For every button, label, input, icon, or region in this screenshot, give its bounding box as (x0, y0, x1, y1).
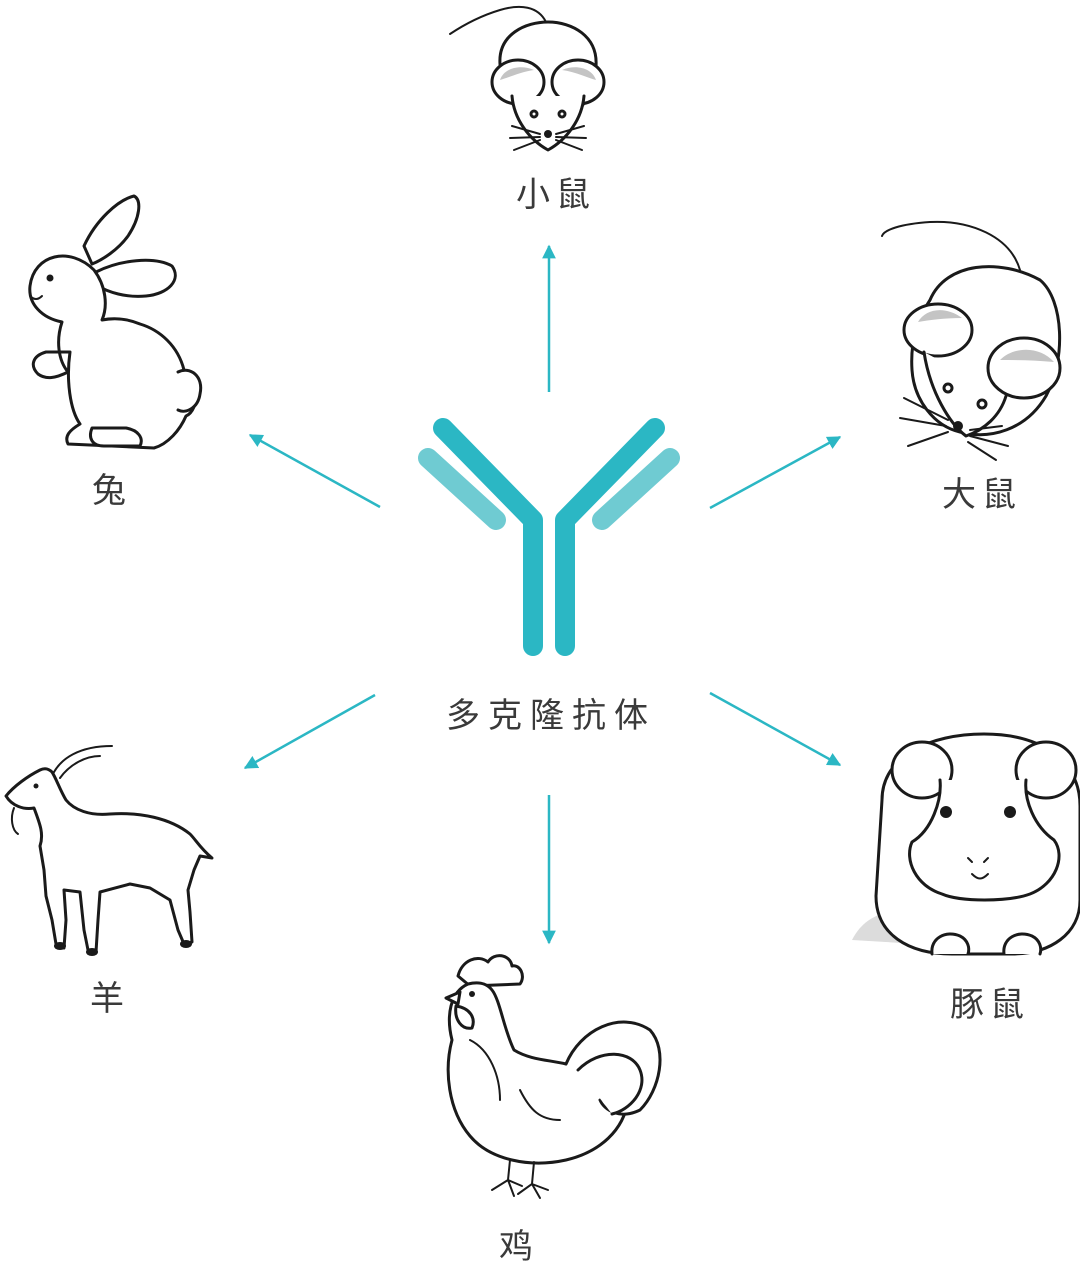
rabbit-label: 兔 (92, 471, 132, 511)
mouse-label: 小鼠 (516, 175, 596, 215)
chicken-icon (444, 954, 662, 1199)
arrow-to-rat (709, 435, 842, 510)
mouse-icon (449, 5, 606, 152)
arrows (243, 244, 842, 945)
arrow-to-rabbit (248, 433, 381, 509)
arrow-to-guinea-pig (709, 691, 842, 767)
center-label: 多克隆抗体 (446, 696, 656, 736)
rabbit-icon (28, 194, 203, 450)
guinea-pig-icon (852, 732, 1080, 956)
rat-label: 大鼠 (942, 475, 1022, 515)
goat-label: 羊 (90, 979, 130, 1019)
antibody-icon (418, 418, 680, 656)
chicken-label: 鸡 (499, 1227, 539, 1266)
goat-icon (4, 745, 214, 956)
rat-icon (881, 220, 1062, 461)
arrow-to-goat (243, 693, 376, 770)
guinea-pig-label: 豚鼠 (950, 985, 1030, 1025)
